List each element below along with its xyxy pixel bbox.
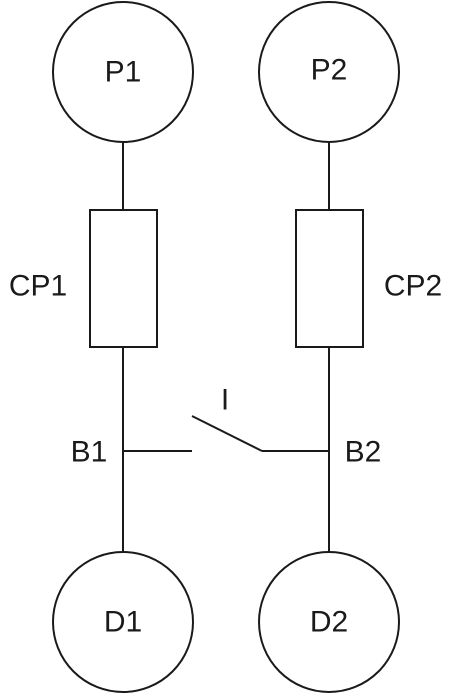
- p1-label: P1: [105, 56, 142, 89]
- d1-circle: [52, 551, 194, 693]
- cp2-box: [295, 209, 364, 348]
- d2-label: D2: [310, 606, 348, 639]
- cp1-label: CP1: [9, 270, 67, 303]
- d1-label: D1: [104, 606, 142, 639]
- cp2-label: CP2: [384, 270, 442, 303]
- b1-label: B1: [71, 436, 108, 469]
- p2-label: P2: [311, 54, 348, 87]
- switch-label: I: [221, 384, 229, 417]
- d2-circle: [258, 551, 400, 693]
- switch-blade: [191, 415, 263, 452]
- p1-circle: [52, 1, 194, 143]
- cp1-box: [89, 209, 158, 348]
- p2-circle: [258, 1, 400, 143]
- b2-label: B2: [345, 436, 382, 469]
